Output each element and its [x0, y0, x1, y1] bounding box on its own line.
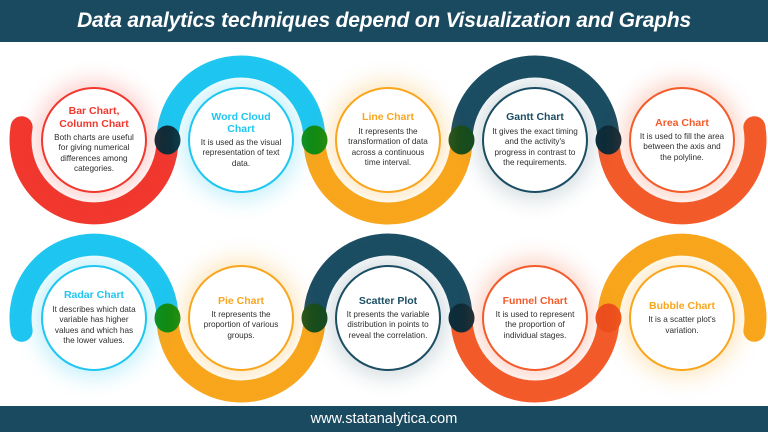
node-word-cloud: Word Cloud Chart It is used as the visua… [188, 87, 294, 193]
node-radar-chart: Radar Chart It describes which data vari… [41, 265, 147, 371]
node-description: It is used to represent the proportion o… [495, 309, 575, 340]
connector-dot [301, 303, 328, 333]
node-description: It is a scatter plot's variation. [648, 315, 716, 335]
node-title: Pie Chart [217, 294, 265, 307]
arc-pie-chart [156, 307, 326, 403]
node-description: It is used as the visual representation … [200, 137, 282, 168]
node-bar-chart: Bar Chart, Column Chart Both charts are … [41, 87, 147, 193]
node-circle: Area Chart It is used to fill the area b… [629, 87, 735, 193]
node-circle: Gantt Chart It gives the exact timing an… [482, 87, 588, 193]
node-circle: Pie Chart It represents the proportion o… [188, 265, 294, 371]
header-bar: Data analytics techniques depend on Visu… [0, 0, 768, 42]
node-description: It presents the variable distribution in… [346, 309, 430, 340]
node-circle: Radar Chart It describes which data vari… [41, 265, 147, 371]
node-description: It gives the exact timing and the activi… [492, 126, 578, 168]
node-title: Radar Chart [63, 289, 125, 302]
node-title: Bubble Chart [649, 299, 715, 312]
arc-radar-chart [9, 233, 179, 342]
connector-dot [154, 303, 181, 333]
node-pie-chart: Pie Chart It represents the proportion o… [188, 265, 294, 371]
connector-dot [448, 303, 475, 333]
node-circle: Scatter Plot It presents the variable di… [335, 265, 441, 371]
arc-funnel-chart [450, 307, 620, 403]
node-bubble-chart: Bubble Chart It is a scatter plot's vari… [629, 265, 735, 371]
node-title: Bar Chart, Column Chart [59, 105, 129, 130]
arc-word-cloud [156, 55, 326, 151]
node-circle: Line Chart It represents the transformat… [335, 87, 441, 193]
arc-scatter-plot [303, 233, 473, 329]
node-gantt-chart: Gantt Chart It gives the exact timing an… [482, 87, 588, 193]
node-title: Line Chart [362, 111, 414, 124]
node-circle: Word Cloud Chart It is used as the visua… [188, 87, 294, 193]
arc-line-chart [303, 129, 473, 225]
node-scatter-plot: Scatter Plot It presents the variable di… [335, 265, 441, 371]
node-area-chart: Area Chart It is used to fill the area b… [629, 87, 735, 193]
node-circle: Funnel Chart It is used to represent the… [482, 265, 588, 371]
arc-area-chart [597, 116, 767, 225]
arc-bar-chart [9, 116, 179, 225]
footer-bar: www.statanalytica.com [0, 406, 768, 432]
node-description: It is used to fill the area between the … [639, 131, 725, 162]
node-description: Both charts are useful for giving numeri… [54, 132, 134, 174]
node-title: Area Chart [655, 116, 709, 129]
arc-gantt-chart [450, 55, 620, 151]
node-description: It represents the proportion of various … [203, 309, 279, 340]
page-title: Data analytics techniques depend on Visu… [77, 9, 691, 32]
connector-dot [595, 125, 622, 155]
node-title: Scatter Plot [358, 294, 418, 307]
node-title: Funnel Chart [502, 294, 568, 307]
node-description: It describes which data variable has hig… [52, 304, 136, 346]
node-title: Word Cloud Chart [211, 110, 271, 135]
arc-bubble-chart [597, 233, 767, 342]
connector-dot [154, 125, 181, 155]
connector-dot [301, 125, 328, 155]
connector-dot [595, 303, 622, 333]
website-url: www.statanalytica.com [310, 411, 458, 427]
node-title: Gantt Chart [506, 111, 564, 124]
connector-dot [448, 125, 475, 155]
node-line-chart: Line Chart It represents the transformat… [335, 87, 441, 193]
node-circle: Bubble Chart It is a scatter plot's vari… [629, 265, 735, 371]
node-circle: Bar Chart, Column Chart Both charts are … [41, 87, 147, 193]
node-description: It represents the transformation of data… [348, 126, 428, 168]
node-funnel-chart: Funnel Chart It is used to represent the… [482, 265, 588, 371]
